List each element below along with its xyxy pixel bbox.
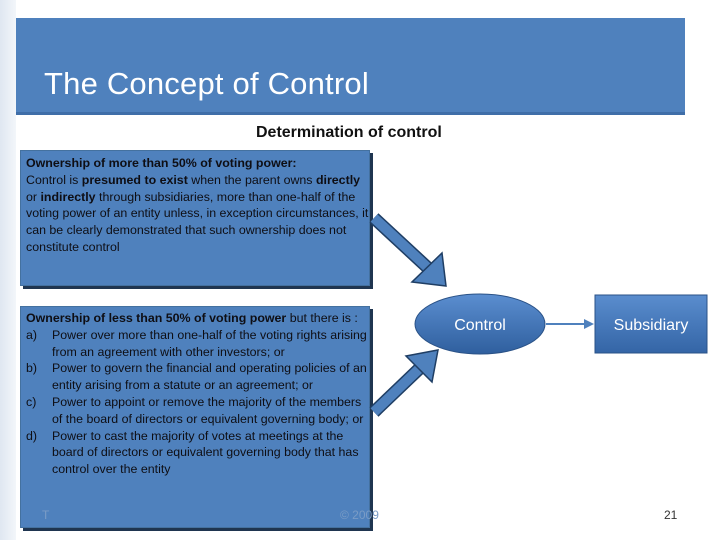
list-item: d)Power to cast the majority of votes at…	[26, 428, 359, 477]
box2-heading: Ownership of less than 50% of voting pow…	[26, 311, 358, 325]
control-conditions-list: a)Power over more than one-half of the v…	[26, 327, 369, 478]
control-node: Control	[414, 293, 546, 355]
page-number: 21	[664, 508, 678, 522]
title-bar: The Concept of Control	[16, 18, 685, 115]
footer-left-text: T	[42, 508, 50, 522]
slide-subtitle: Determination of control	[256, 124, 442, 141]
arrow-up-right-icon	[369, 349, 439, 417]
control-label: Control	[454, 317, 506, 334]
list-item: b)Power to govern the financial and oper…	[26, 361, 367, 393]
list-item: c)Power to appoint or remove the majorit…	[26, 394, 364, 426]
slide-title: The Concept of Control	[44, 66, 369, 101]
list-item: a)Power over more than one-half of the v…	[26, 327, 367, 359]
arrow-down-right-icon	[369, 213, 447, 287]
less-than-50-percent-box: Ownership of less than 50% of voting pow…	[20, 306, 370, 528]
more-than-50-percent-box: Ownership of more than 50% of voting pow…	[20, 150, 370, 286]
box1-body: Control is presumed to exist when the pa…	[26, 172, 369, 254]
subsidiary-node: Subsidiary	[594, 294, 708, 354]
subsidiary-label: Subsidiary	[614, 317, 689, 334]
left-decorative-stripe	[0, 0, 16, 540]
footer-copyright: © 2009	[340, 508, 379, 522]
arrow-right-icon	[546, 319, 594, 329]
box1-heading: Ownership of more than 50% of voting pow…	[26, 156, 297, 170]
